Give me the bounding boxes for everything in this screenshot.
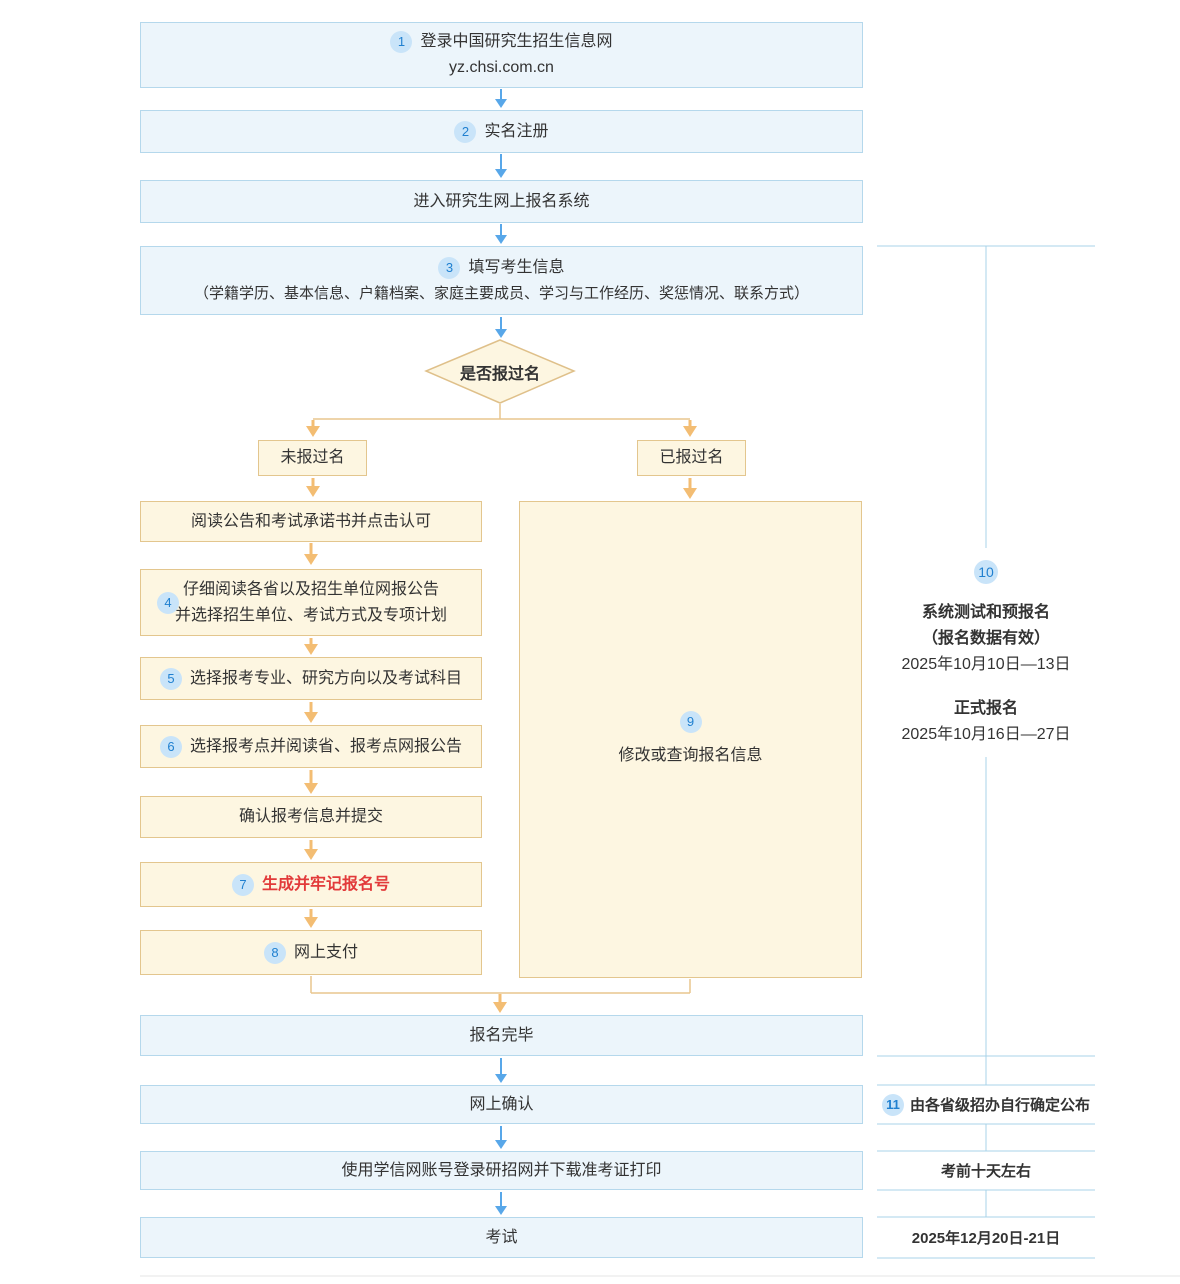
step-number-badge: 10 — [974, 560, 998, 584]
sidebar-formal-title: 正式报名 — [953, 700, 1018, 717]
step-generate-id-box: 7 生成并牢记报名号 — [140, 862, 482, 907]
sidebar-exam-date-row: 2025年12月20日-21日 — [877, 1217, 1095, 1258]
step-number-badge: 2 — [454, 120, 477, 143]
step-modify-query-box: 9 修改或查询报名信息 — [519, 501, 862, 978]
branch-registered-box: 已报过名 — [637, 440, 746, 476]
step-fill-info-detail: （学籍学历、基本信息、户籍档案、家庭主要成员、学习与工作经历、奖惩情况、联系方式… — [193, 284, 809, 302]
step-login-box: 1 登录中国研究生招生信息网 yz.chsi.com.cn — [140, 22, 863, 88]
step-enter-system-box: 进入研究生网上报名系统 — [140, 180, 863, 223]
step-login-url: yz.chsi.com.cn — [449, 59, 554, 76]
step-choose-major-box: 5 选择报考专业、研究方向以及考试科目 — [140, 657, 482, 700]
step-number-badge: 7 — [231, 873, 254, 896]
step-online-confirm-label: 网上确认 — [469, 1095, 534, 1113]
branch-registered-label: 已报过名 — [659, 449, 724, 466]
step-number-badge: 8 — [263, 941, 286, 964]
step-download-ticket-box: 使用学信网账号登录研招网并下载准考证打印 — [140, 1151, 863, 1190]
sidebar-confirm-note-row: 11 由各省级招办自行确定公布 — [877, 1085, 1095, 1124]
sidebar-test-note: （报名数据有效） — [921, 630, 1050, 647]
sidebar-test-title: 系统测试和预报名 — [921, 604, 1050, 621]
sidebar-confirm-note-label: 由各省级招办自行确定公布 — [909, 1097, 1090, 1114]
step-number-badge: 11 — [881, 1093, 904, 1116]
decision-diamond-label: 是否报过名 — [459, 365, 540, 383]
step-read-notice-box: 阅读公告和考试承诺书并点击认可 — [140, 501, 482, 542]
step-number-badge: 3 — [438, 256, 461, 279]
sidebar-ticket-note-row: 考前十天左右 — [877, 1151, 1095, 1190]
step-online-confirm-box: 网上确认 — [140, 1085, 863, 1124]
step-read-province-line1: 仔细阅读各省以及招生单位网报公告 — [182, 580, 439, 598]
sidebar-exam-date-label: 2025年12月20日-21日 — [911, 1230, 1061, 1247]
step-number-badge: 1 — [390, 31, 413, 53]
step-finish-box: 报名完毕 — [140, 1015, 863, 1056]
step-fill-info-box: 3 填写考生信息 （学籍学历、基本信息、户籍档案、家庭主要成员、学习与工作经历、… — [140, 246, 863, 315]
step-pay-online-box: 8 网上支付 — [140, 930, 482, 975]
step-confirm-submit-label: 确认报考信息并提交 — [238, 808, 383, 825]
step-read-notice-label: 阅读公告和考试承诺书并点击认可 — [190, 512, 431, 530]
step-number-badge: 4 — [157, 591, 179, 614]
step-finish-label: 报名完毕 — [469, 1026, 534, 1044]
step-download-ticket-label: 使用学信网账号登录研招网并下载准考证打印 — [341, 1161, 662, 1179]
step-number-badge: 6 — [159, 735, 182, 758]
step-register-box: 2 实名注册 — [140, 110, 863, 153]
step-login-title: 登录中国研究生招生信息网 — [420, 33, 613, 50]
branch-not-registered-box: 未报过名 — [258, 440, 367, 476]
step-choose-major-label: 选择报考专业、研究方向以及考试科目 — [189, 669, 462, 687]
sidebar-formal-date: 2025年10月16日—27日 — [901, 726, 1071, 743]
step-enter-system-label: 进入研究生网上报名系统 — [413, 192, 590, 210]
step-pay-online-label: 网上支付 — [293, 943, 358, 961]
sidebar-ticket-note-label: 考前十天左右 — [940, 1163, 1031, 1180]
step-choose-site-box: 6 选择报考点并阅读省、报考点网报公告 — [140, 725, 482, 768]
step-exam-box: 考试 — [140, 1217, 863, 1258]
step-number-badge: 5 — [159, 667, 182, 690]
step-number-badge: 9 — [679, 710, 702, 733]
step-read-province-line2: 并选择招生单位、考试方式及专项计划 — [174, 606, 447, 624]
step-exam-label: 考试 — [485, 1228, 518, 1246]
step-read-province-box: 4 仔细阅读各省以及招生单位网报公告 并选择招生单位、考试方式及专项计划 — [140, 569, 482, 636]
step-modify-query-label: 修改或查询报名信息 — [618, 746, 763, 764]
step-fill-info-title: 填写考生信息 — [468, 258, 565, 276]
branch-not-registered-label: 未报过名 — [280, 449, 345, 466]
sidebar-test-date: 2025年10月10日—13日 — [901, 656, 1071, 673]
sidebar-schedule-block: 10 系统测试和预报名 （报名数据有效） 2025年10月10日—13日 正式报… — [877, 560, 1095, 748]
step-confirm-submit-box: 确认报考信息并提交 — [140, 796, 482, 838]
step-register-label: 实名注册 — [484, 122, 549, 140]
step-choose-site-label: 选择报考点并阅读省、报考点网报公告 — [189, 737, 462, 755]
step-generate-id-label: 生成并牢记报名号 — [261, 875, 390, 893]
